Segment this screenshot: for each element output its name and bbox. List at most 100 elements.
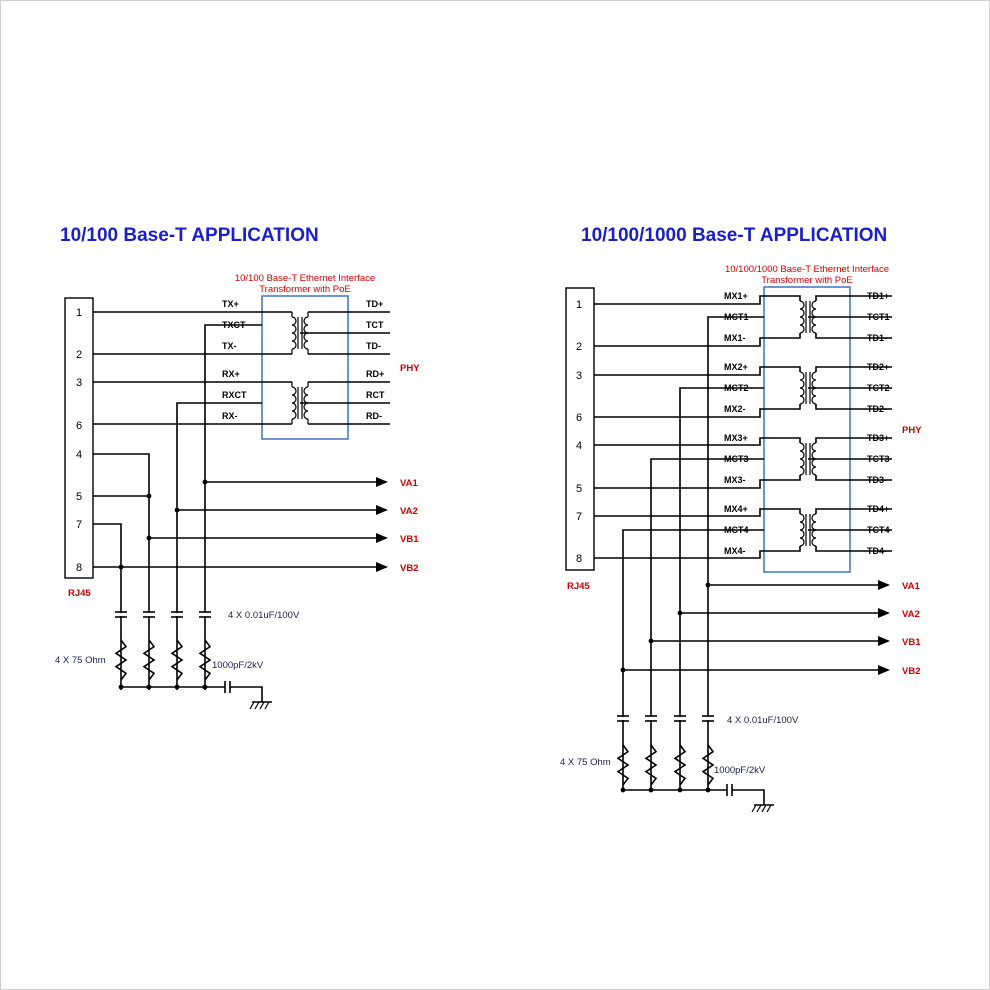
ground-hatch <box>259 701 265 710</box>
junction-dot <box>705 582 711 588</box>
output-label: VB2 <box>400 563 418 574</box>
resistor-symbol <box>170 639 184 681</box>
wire <box>176 402 262 690</box>
resistor-symbol <box>142 639 156 681</box>
ground-hatch <box>756 804 762 813</box>
pin-number: 8 <box>576 553 582 565</box>
right-transformer-caption-2: Transformer with PoE <box>761 275 853 286</box>
wire <box>594 366 801 376</box>
arrow-head <box>376 477 388 487</box>
output-label: VB1 <box>400 534 419 545</box>
ground-hatch <box>751 804 757 813</box>
junction-dot <box>648 638 654 644</box>
resistor-symbol <box>616 744 630 786</box>
wire <box>815 295 892 301</box>
arrow-head <box>376 505 388 515</box>
output-label: VA2 <box>400 506 418 517</box>
wire <box>815 437 892 443</box>
right-signal-label: TCT <box>366 320 384 330</box>
pin-number: 1 <box>576 299 582 311</box>
rj45-label: RJ45 <box>567 581 590 592</box>
wire <box>594 475 801 489</box>
hv-cap-label: 1000pF/2kV <box>714 765 766 776</box>
right-signal-label: TD- <box>366 341 381 351</box>
left-signal-label: RX+ <box>222 369 240 379</box>
ground-hatch <box>264 701 270 710</box>
wire <box>622 529 764 790</box>
left-signal-label: TX- <box>222 341 237 351</box>
resistor-label: 4 X 75 Ohm <box>560 757 611 768</box>
resistor-label: 4 X 75 Ohm <box>55 655 106 666</box>
wire <box>230 686 263 702</box>
pin-number: 2 <box>576 341 582 353</box>
pin-number: 7 <box>76 519 82 531</box>
primary-coil <box>799 300 805 334</box>
ground-hatch <box>766 804 772 813</box>
wire <box>594 508 801 517</box>
cap-gap <box>701 717 715 720</box>
cap-label: 4 X 0.01uF/100V <box>727 715 799 726</box>
pin-number: 3 <box>576 370 582 382</box>
resistor-symbol <box>701 744 715 786</box>
wire <box>594 404 801 418</box>
arrow-head <box>878 665 890 675</box>
left-signal-label: MX2+ <box>724 362 748 372</box>
cap-gap <box>644 717 658 720</box>
rj45-connector <box>565 287 595 571</box>
left-signal-label: MX3+ <box>724 433 748 443</box>
wire <box>815 475 892 481</box>
pin-number: 1 <box>76 307 82 319</box>
left-signal-label: MX1- <box>724 333 746 343</box>
pin-number: 8 <box>76 562 82 574</box>
right-title: 10/100/1000 Base-T APPLICATION <box>581 225 887 246</box>
arrow-head <box>878 636 890 646</box>
right-signal-label: RD- <box>366 411 382 421</box>
output-label: VA1 <box>400 478 418 489</box>
left-diagram-10-100: 10/100 Base-T APPLICATION 10/100 Base-T E… <box>55 225 420 710</box>
output-label: VA1 <box>902 581 920 592</box>
wire <box>679 387 764 790</box>
resistor-symbol <box>198 639 212 681</box>
hv-cap-label: 1000pF/2kV <box>212 660 264 671</box>
cap-gap <box>170 613 184 616</box>
wire <box>204 324 262 690</box>
pin-number: 2 <box>76 349 82 361</box>
rj45-connector <box>64 297 94 579</box>
arrow-head <box>878 608 890 618</box>
left-transformer-caption-1: 10/100 Base-T Ethernet Interface <box>235 273 375 284</box>
right-signal-label: RD+ <box>366 369 384 379</box>
junction-dot <box>620 667 626 673</box>
arrow-head <box>878 580 890 590</box>
pin-number: 7 <box>576 511 582 523</box>
rj45-label: RJ45 <box>68 588 91 599</box>
wire <box>815 333 892 339</box>
ground-hatch <box>254 701 260 710</box>
primary-coil <box>291 386 297 420</box>
phy-label: PHY <box>902 425 922 436</box>
left-signal-label: MX4+ <box>724 504 748 514</box>
arrow-head <box>376 533 388 543</box>
left-signal-label: RX- <box>222 411 238 421</box>
cap-gap <box>114 613 128 616</box>
wire <box>815 546 892 552</box>
wire <box>815 404 892 410</box>
resistor-symbol <box>644 744 658 786</box>
primary-coil <box>291 316 297 350</box>
left-title: 10/100 Base-T APPLICATION <box>60 225 319 246</box>
wire <box>594 546 801 559</box>
pin-number: 4 <box>576 440 582 452</box>
cap-gap <box>198 613 212 616</box>
output-label: VB1 <box>902 637 921 648</box>
right-diagram-10-100-1000: 10/100/1000 Base-T APPLICATION10/100/100… <box>560 225 922 813</box>
primary-coil <box>799 442 805 476</box>
wire <box>594 295 801 305</box>
wire <box>815 508 892 514</box>
transformer-box <box>763 286 851 573</box>
junction-dot <box>202 479 208 485</box>
arrow-head <box>376 562 388 572</box>
resistor-symbol <box>114 639 128 681</box>
right-signal-label: RCT <box>366 390 385 400</box>
pin-number: 6 <box>76 420 82 432</box>
